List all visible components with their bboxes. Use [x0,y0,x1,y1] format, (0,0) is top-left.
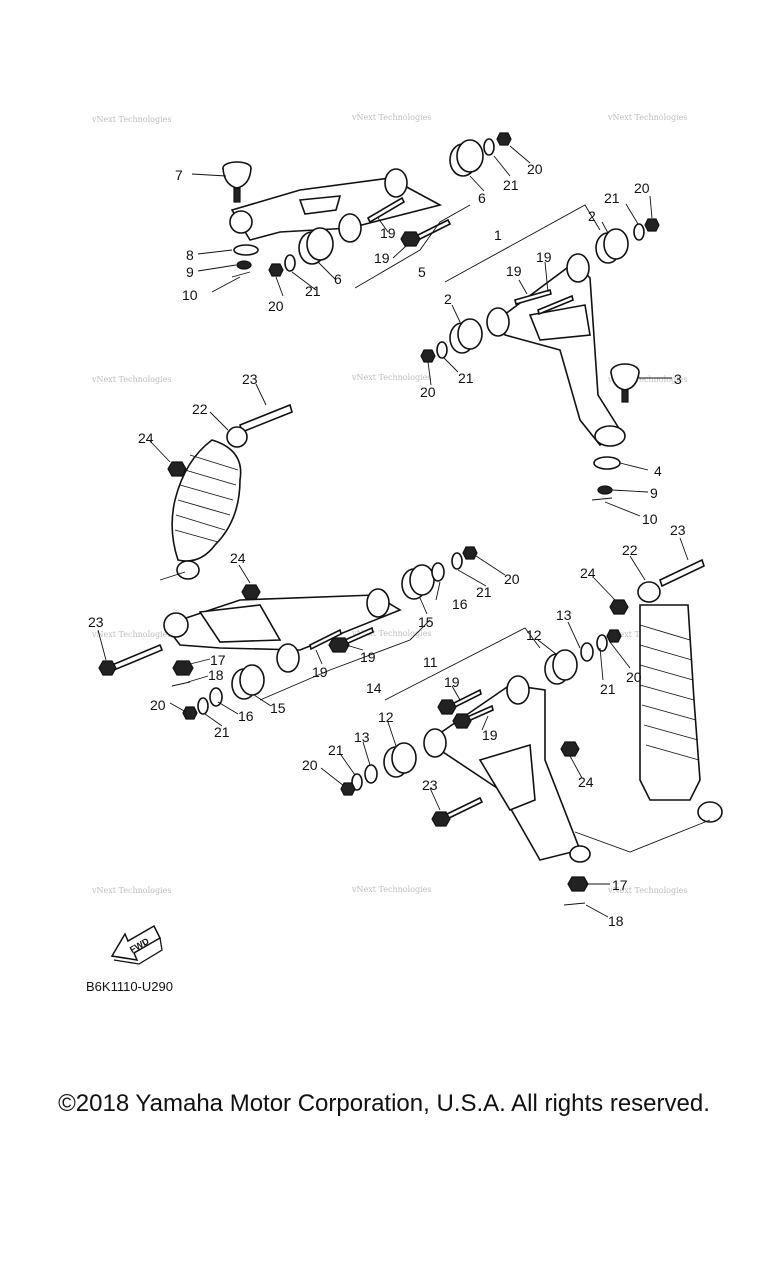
callout-5: 5 [418,264,426,280]
callout-13: 13 [354,729,370,745]
callout-24: 24 [578,774,594,790]
watermark: vNext Technologies [607,113,687,122]
callout-24: 24 [230,550,246,566]
callout-14: 14 [366,680,382,696]
callout-20: 20 [504,571,520,587]
upper-arm-assembly-right [420,204,660,501]
callout-19: 19 [360,649,376,665]
watermark: vNext Technologies [607,375,687,384]
part-code: B6K1110-U290 [86,979,173,994]
callout-21: 21 [305,283,321,299]
callout-19: 19 [536,249,552,265]
callout-24: 24 [138,430,154,446]
callout-12: 12 [378,709,394,725]
shock-absorber-left [167,403,293,580]
callout-17: 17 [210,652,226,668]
callout-labels: 7 8 9 10 20 21 6 5 19 19 6 21 20 1 2 21 … [88,161,686,929]
callout-21: 21 [600,681,616,697]
callout-23: 23 [670,522,686,538]
watermark: vNext Technologies [91,886,171,895]
callout-22: 22 [192,401,208,417]
callout-17: 17 [612,877,628,893]
copyright-notice: ©2018 Yamaha Motor Corporation, U.S.A. A… [58,1090,710,1117]
callout-15: 15 [418,614,434,630]
callout-6: 6 [334,271,342,287]
callout-3: 3 [674,371,682,387]
callout-20: 20 [302,757,318,773]
callout-10: 10 [182,287,198,303]
callout-21: 21 [503,177,519,193]
watermark: vNext Technologies [351,113,431,122]
callout-2: 2 [588,208,596,224]
callout-19: 19 [374,250,390,266]
callout-22: 22 [622,542,638,558]
lower-arm-assembly-left [98,546,478,720]
forward-arrow-icon: FWD [110,924,163,965]
callout-20: 20 [268,298,284,314]
callout-8: 8 [186,247,194,263]
watermark: vNext Technologies [91,375,171,384]
callout-23: 23 [422,777,438,793]
callout-1: 1 [494,227,502,243]
callout-20: 20 [626,669,642,685]
reference-lines [159,571,711,853]
callout-7: 7 [175,167,183,183]
callout-18: 18 [208,667,224,683]
suspension-exploded-diagram: vNext Technologies vNext Technologies vN… [86,113,723,994]
callout-21: 21 [458,370,474,386]
watermark: vNext Technologies [607,886,687,895]
callout-23: 23 [242,371,258,387]
callout-23: 23 [88,614,104,630]
callout-15: 15 [270,700,286,716]
callout-9: 9 [186,264,194,280]
callout-19: 19 [380,225,396,241]
watermark: vNext Technologies [91,115,171,124]
callout-2: 2 [444,291,452,307]
callout-20: 20 [634,180,650,196]
callout-10: 10 [642,511,658,527]
callout-21: 21 [476,584,492,600]
watermark: vNext Technologies [351,373,431,382]
callout-13: 13 [556,607,572,623]
callout-20: 20 [527,161,543,177]
callout-18: 18 [608,913,624,929]
callout-4: 4 [654,463,662,479]
callout-19: 19 [506,263,522,279]
callout-19: 19 [444,674,460,690]
callout-6: 6 [478,190,486,206]
callout-21: 21 [604,190,620,206]
watermark: vNext Technologies [91,630,171,639]
callout-19: 19 [482,727,498,743]
callout-21: 21 [328,742,344,758]
callout-20: 20 [150,697,166,713]
callout-9: 9 [650,485,658,501]
lower-arm-assembly-right [340,627,622,906]
callout-24: 24 [580,565,596,581]
callout-20: 20 [420,384,436,400]
callout-11: 11 [423,654,438,670]
watermarks: vNext Technologies vNext Technologies vN… [91,113,687,895]
callout-16: 16 [238,708,254,724]
upper-arm-assembly-left [222,132,512,289]
callout-19: 19 [312,664,328,680]
leader-lines [97,145,689,918]
callout-12: 12 [526,627,542,643]
watermark: vNext Technologies [351,629,431,638]
callout-21: 21 [214,724,230,740]
callout-16: 16 [452,596,468,612]
shock-absorber-right [609,558,723,823]
watermark: vNext Technologies [351,885,431,894]
